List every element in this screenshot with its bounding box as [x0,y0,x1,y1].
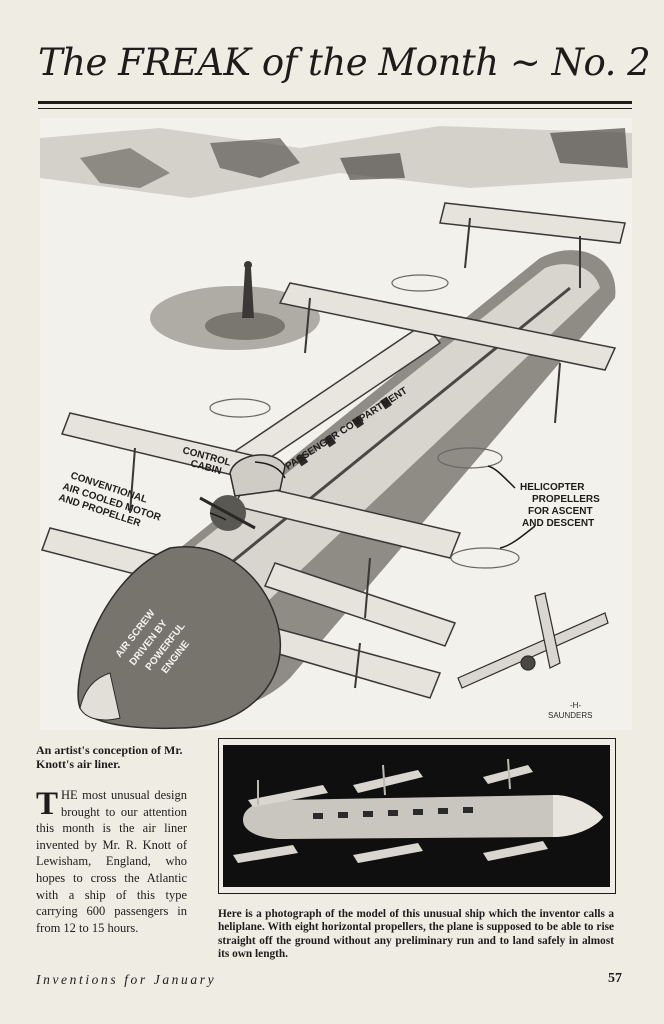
label-helicopter-3: FOR ASCENT [528,506,593,517]
label-helicopter-2: PROPELLERS [532,494,600,505]
page-title: The FREAK of the Month ~ No. 2 [38,41,651,84]
label-helicopter-1: HELICOPTER [520,482,585,493]
title-rule-thick [38,101,632,104]
photo-caption: Here is a photograph of the model of thi… [218,908,614,961]
artist-signature-2: SAUNDERS [548,711,592,720]
illustration-caption: An artist's conception of Mr. Knott's ai… [36,743,183,771]
model-photo-svg [223,745,610,887]
illustration-svg: PASSENGER COMPARTMENT CONTROL CABIN CONV… [40,118,632,730]
article-text: HE most unusual design brought to our at… [36,788,187,935]
model-photo-frame [218,738,616,894]
model-photo [223,745,610,887]
page-number: 57 [608,971,622,986]
drop-cap: T [36,786,59,822]
artist-signature-1: -H- [570,701,581,710]
label-helicopter-4: AND DESCENT [522,518,594,529]
publication-footer: Inventions for January [36,972,217,987]
title-rule-thin [38,108,632,109]
heliplane-illustration: PASSENGER COMPARTMENT CONTROL CABIN CONV… [40,118,632,730]
